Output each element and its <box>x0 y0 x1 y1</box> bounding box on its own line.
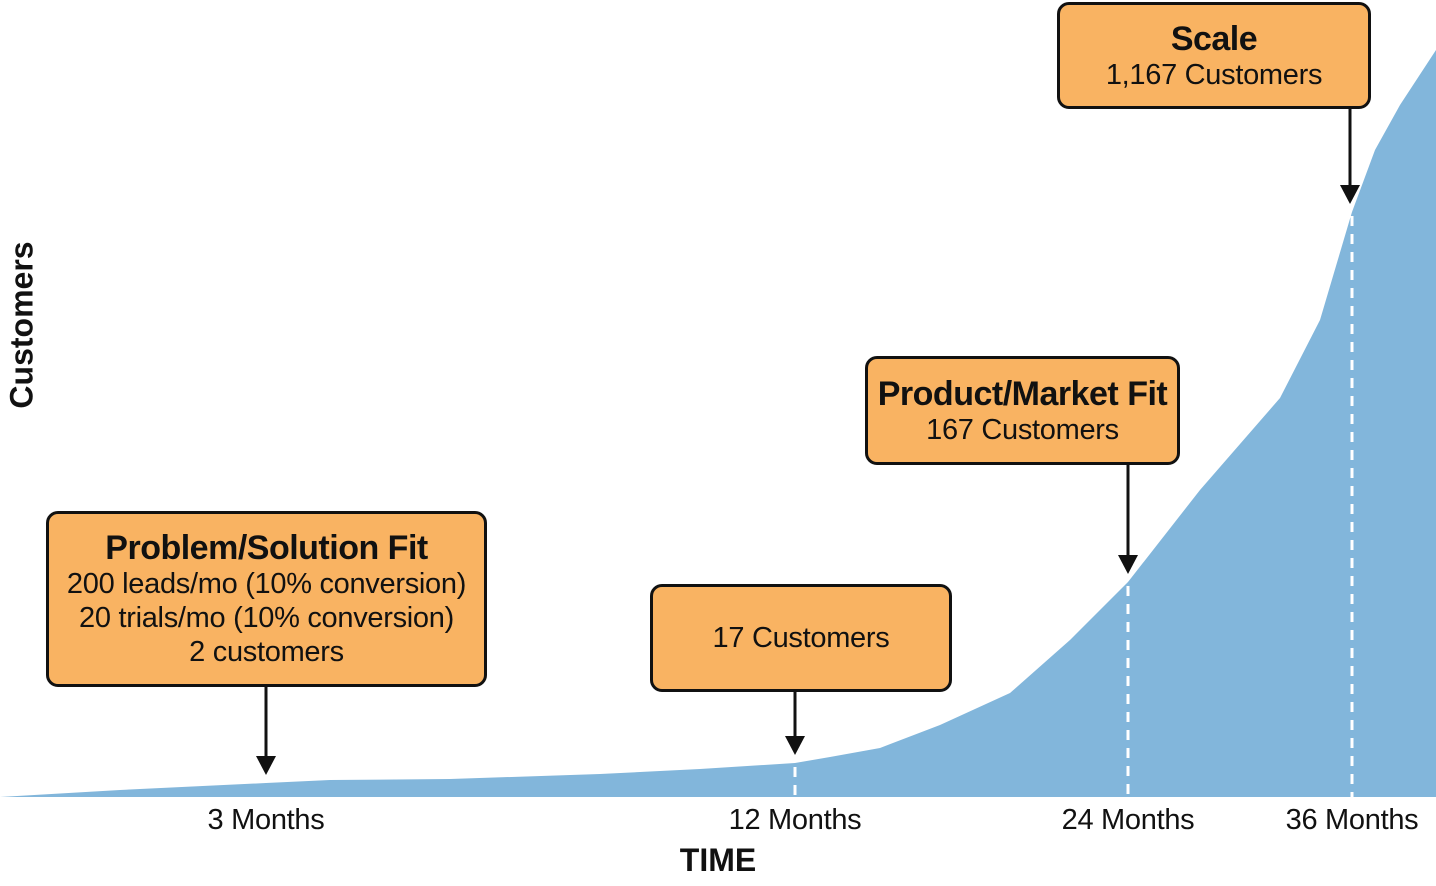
milestone-arrow-head <box>785 736 805 755</box>
milestone-arrow-head <box>1340 185 1360 204</box>
x-tick-label: 3 Months <box>207 804 325 836</box>
milestone-title: Product/Market Fit <box>877 374 1168 413</box>
milestone-callout: 17 Customers <box>650 584 952 692</box>
milestone-title: Problem/Solution Fit <box>105 529 428 567</box>
milestone-detail-line: 1,167 Customers <box>1105 58 1323 91</box>
x-axis-title: TIME <box>679 842 757 878</box>
milestone-arrow-head <box>256 756 276 775</box>
x-tick-label: 36 Months <box>1285 804 1419 836</box>
milestone-detail-line: 200 leads/mo (10% conversion) <box>66 568 467 600</box>
milestone-detail-line: 167 Customers <box>926 413 1119 446</box>
milestone-title: Scale <box>1170 19 1258 58</box>
milestone-detail-line: 2 customers <box>189 636 344 668</box>
milestone-detail-line: 20 trials/mo (10% conversion) <box>79 602 454 634</box>
x-tick-label: 24 Months <box>1061 804 1195 836</box>
milestone-arrow-head <box>1118 555 1138 574</box>
y-axis-title: Customers <box>3 241 40 409</box>
x-tick-label: 12 Months <box>728 804 862 836</box>
milestone-detail-line: 17 Customers <box>712 622 890 654</box>
customer-growth-area <box>0 50 1436 797</box>
